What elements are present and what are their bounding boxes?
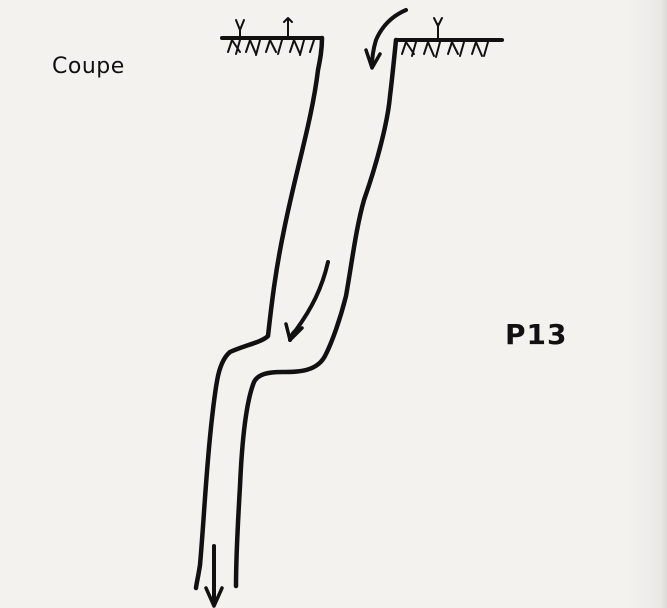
pit-label: P13	[505, 318, 568, 351]
left-ground-surface	[222, 18, 322, 55]
right-ground-surface	[396, 18, 502, 57]
view-label: Coupe	[52, 54, 125, 79]
pit-right-wall	[236, 40, 396, 586]
pit-left-wall	[196, 38, 322, 588]
internal-flow-arrow	[290, 262, 328, 340]
